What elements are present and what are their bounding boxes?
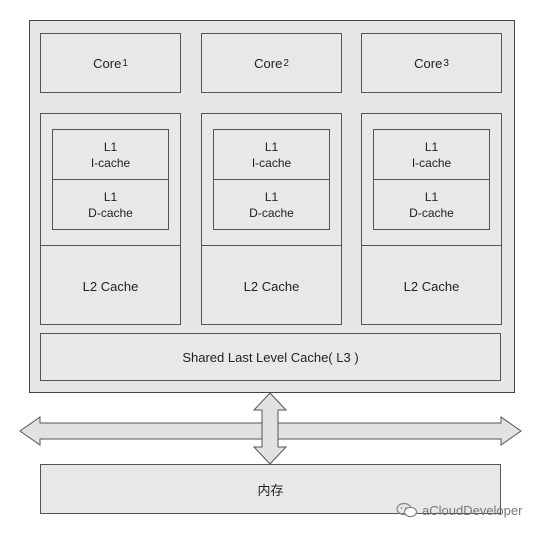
cache-group-2: L1 I-cache L1 D-cache L2 Cache bbox=[201, 113, 342, 325]
l1-icache-1-line1: L1 bbox=[103, 139, 118, 154]
l1-dcache-1-line2: D-cache bbox=[88, 205, 133, 220]
l1-dcache-2: L1 D-cache bbox=[213, 179, 330, 230]
shared-l3-cache: Shared Last Level Cache( L3 ) bbox=[40, 333, 501, 381]
l1-icache-1-line2: I-cache bbox=[90, 155, 131, 170]
core-1-label: Core bbox=[93, 55, 122, 71]
core-1-index: 1 bbox=[122, 57, 128, 69]
l1-dcache-1: L1 D-cache bbox=[52, 179, 169, 230]
l1-icache-3-line1: L1 bbox=[424, 139, 439, 154]
l1-dcache-1-line1: L1 bbox=[103, 189, 118, 204]
l1-dcache-3-line2: D-cache bbox=[409, 205, 454, 220]
core-2-label: Core bbox=[254, 55, 283, 71]
core-3-label: Core bbox=[414, 55, 443, 71]
main-memory: 内存 bbox=[40, 464, 501, 514]
l2-cache-2: L2 Cache bbox=[201, 245, 342, 326]
core-2-index: 2 bbox=[283, 57, 289, 69]
l1-icache-2-line1: L1 bbox=[264, 139, 279, 154]
cache-group-3: L1 I-cache L1 D-cache L2 Cache bbox=[361, 113, 502, 325]
l1-dcache-3: L1 D-cache bbox=[373, 179, 490, 230]
l1-dcache-2-line1: L1 bbox=[264, 189, 279, 204]
l1-icache-2-line2: I-cache bbox=[251, 155, 292, 170]
l1-dcache-2-line2: D-cache bbox=[249, 205, 294, 220]
l2-cache-3: L2 Cache bbox=[361, 245, 502, 326]
cache-group-1: L1 I-cache L1 D-cache L2 Cache bbox=[40, 113, 181, 325]
watermark-text: aCloudDeveloper bbox=[422, 502, 523, 518]
l1-icache-1: L1 I-cache bbox=[52, 129, 169, 180]
l1-dcache-3-line1: L1 bbox=[424, 189, 439, 204]
l1-icache-3: L1 I-cache bbox=[373, 129, 490, 180]
watermark: aCloudDeveloper bbox=[396, 502, 522, 518]
l1-icache-3-line2: I-cache bbox=[411, 155, 452, 170]
wechat-icon bbox=[396, 502, 418, 518]
l1-icache-2: L1 I-cache bbox=[213, 129, 330, 180]
core-3-index: 3 bbox=[443, 57, 449, 69]
l2-cache-1: L2 Cache bbox=[40, 245, 181, 326]
